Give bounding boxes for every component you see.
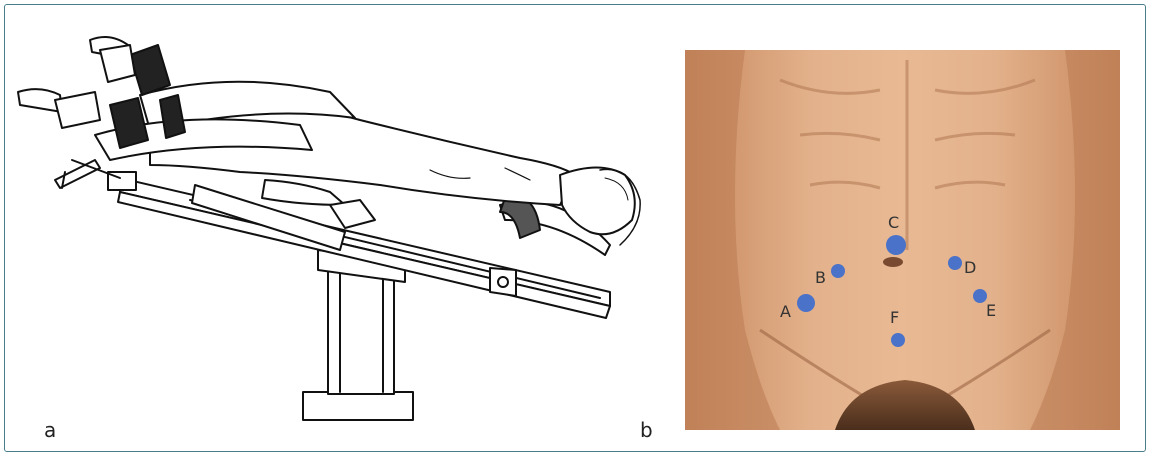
port-label-b: B xyxy=(815,268,826,287)
port-label-a: A xyxy=(780,302,791,321)
panel-label-b: b xyxy=(640,418,653,442)
operating-table-illustration xyxy=(18,37,640,420)
panel-label-a: a xyxy=(44,418,56,442)
port-label-f: F xyxy=(890,308,899,327)
port-label-c: C xyxy=(888,213,899,232)
port-label-d: D xyxy=(964,258,976,277)
port-label-e: E xyxy=(986,301,996,320)
